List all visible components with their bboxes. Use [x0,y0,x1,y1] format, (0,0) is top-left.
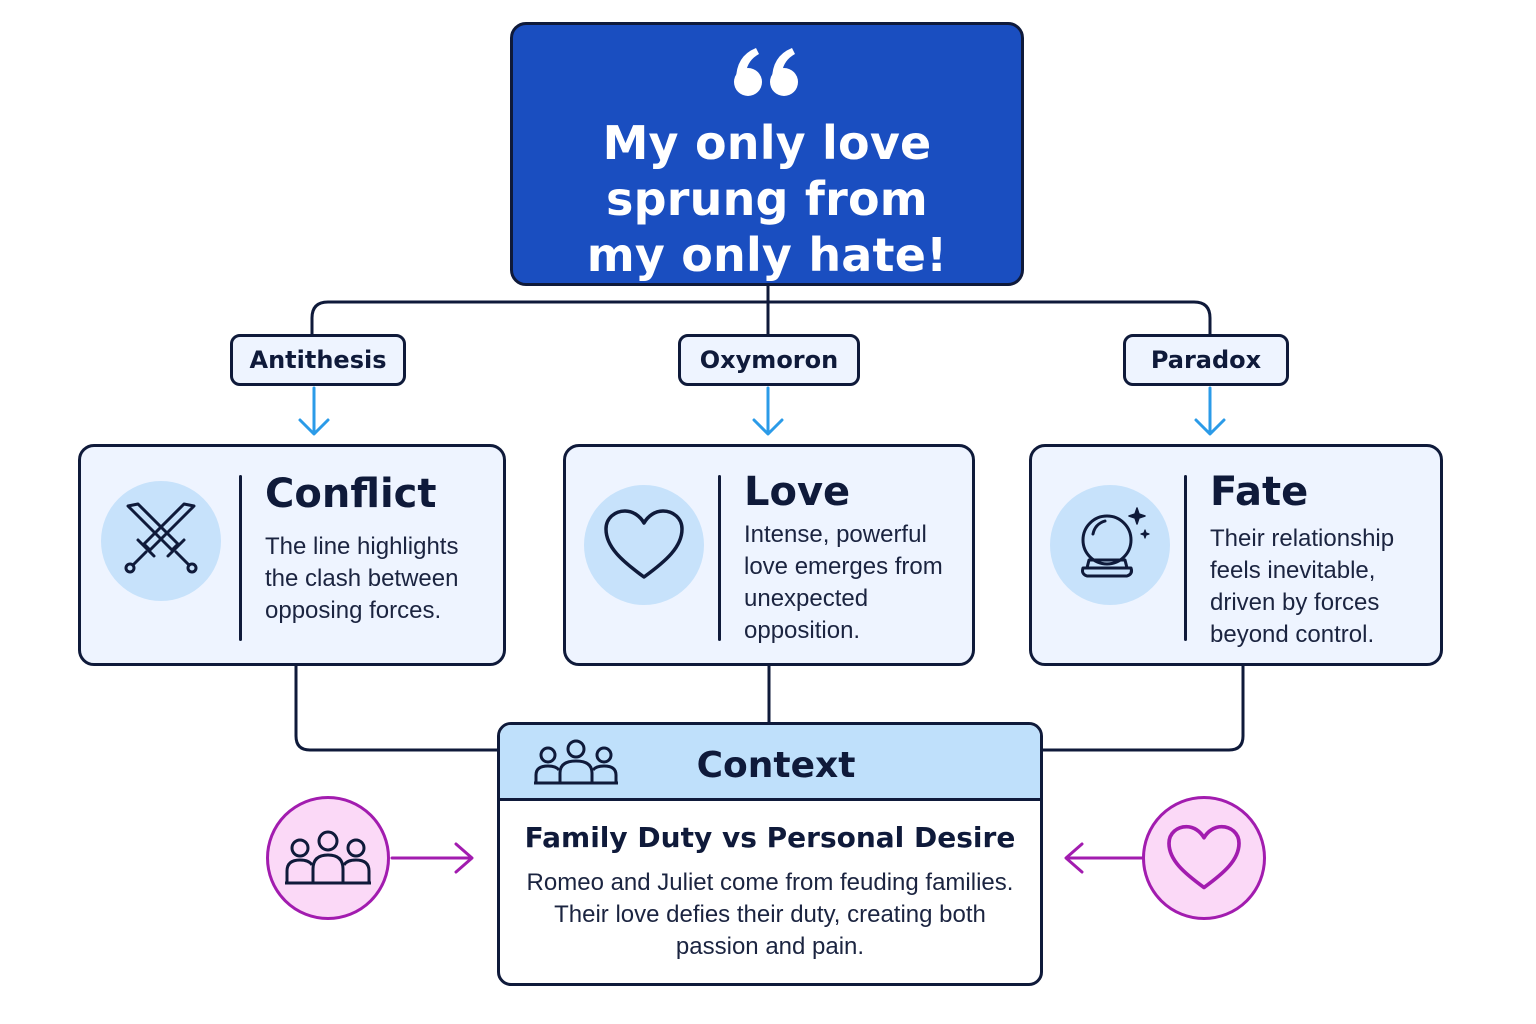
context-title: Context [696,745,856,786]
fate-to-context-line [1043,666,1245,752]
heart-icon [1142,796,1266,920]
label-antithesis: Antithesis [230,334,406,386]
card-title-conflict: Conflict [265,471,437,517]
card-fate: Fate Their relationship feels inevitable… [1029,444,1443,666]
family-icon [266,796,390,920]
card-love: Love Intense, powerful love emerges from… [563,444,975,666]
quote-mark-icon [732,33,802,111]
card-desc-conflict: The line highlights the clash between op… [265,533,459,624]
label-paradox: Paradox [1123,334,1289,386]
card-desc-love: Intense, powerful love emerges from unex… [744,521,943,644]
branch-bar-line [310,300,1212,334]
card-divider [1184,475,1187,641]
quote-box: My only love sprung from my only hate! [510,22,1024,286]
card-divider [718,475,721,641]
crystal-ball-icon [1050,485,1170,605]
arrow-paradox [1194,386,1226,436]
context-description: Romeo and Juliet come from feuding famil… [526,869,1014,960]
card-divider [239,475,242,641]
context-box: Context Family Duty vs Personal Desire R… [497,722,1043,986]
arrow-oxymoron [752,386,784,436]
context-subtitle: Family Duty vs Personal Desire [524,821,1016,854]
card-title-fate: Fate [1210,469,1309,515]
card-conflict: Conflict The line highlights the clash b… [78,444,506,666]
card-title-love: Love [744,469,851,515]
left-magenta-arrow [390,842,474,874]
quote-text: My only love sprung from my only hate! [586,116,948,282]
heart-icon [584,485,704,605]
card-desc-fate: Their relationship feels inevitable, dri… [1210,525,1395,648]
context-header: Context [500,725,1040,801]
crossed-swords-icon [101,481,221,601]
right-magenta-arrow [1064,842,1144,874]
arrow-antithesis [298,386,330,436]
people-group-icon [532,739,620,792]
conflict-to-context-line [294,666,497,752]
label-oxymoron: Oxymoron [678,334,860,386]
